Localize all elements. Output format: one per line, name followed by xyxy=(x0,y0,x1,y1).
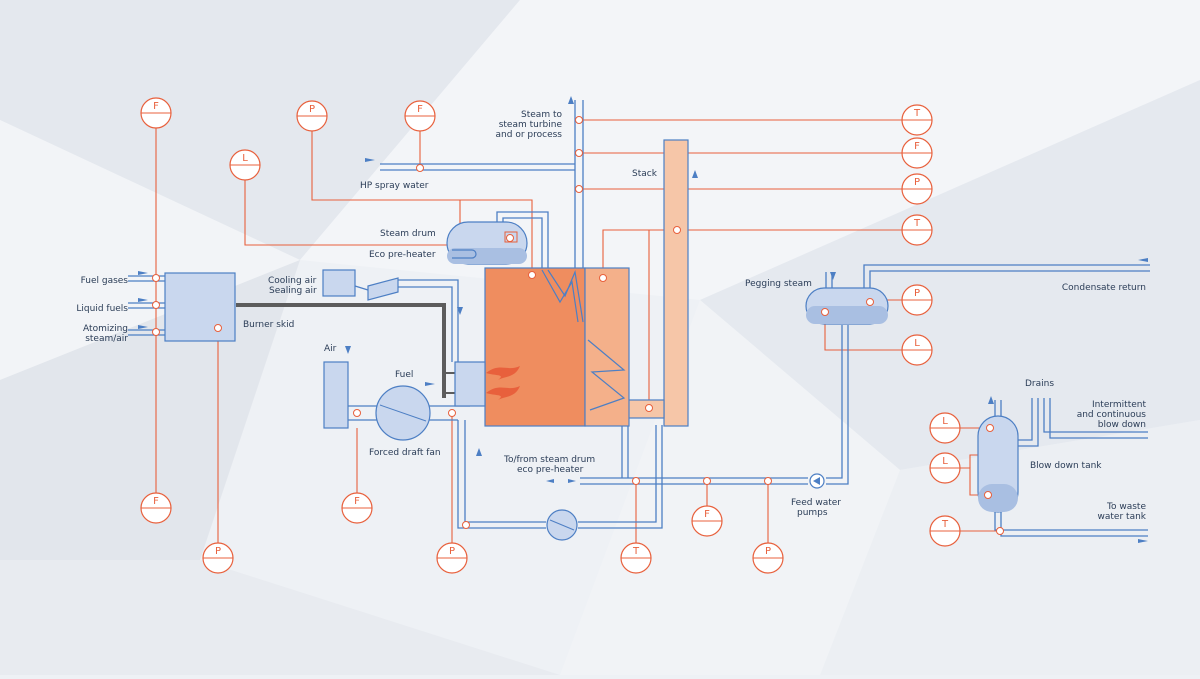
label-condensate-return: Condensate return xyxy=(1062,283,1146,293)
label-pumps: pumps xyxy=(797,508,828,518)
level-indicator-icon: L xyxy=(229,149,261,181)
blow-down-tank xyxy=(977,415,1019,513)
label-to-waste: To waste xyxy=(1106,502,1146,512)
label-steam-drum: Steam drum xyxy=(380,229,436,239)
flow-indicator-icon: F xyxy=(140,97,172,129)
label-steam-turbine: steam turbine xyxy=(499,120,563,130)
label-steam-air: steam/air xyxy=(85,334,128,344)
svg-text:T: T xyxy=(913,108,921,119)
label-steam-to: Steam to xyxy=(521,110,562,120)
label-eco-preheater-2: eco pre-heater xyxy=(517,465,584,475)
label-hp-spray-water: HP spray water xyxy=(360,181,429,191)
label-forced-draft-fan: Forced draft fan xyxy=(369,448,441,458)
label-intermittent: Intermittent xyxy=(1092,400,1147,410)
label-feed-water: Feed water xyxy=(791,498,841,508)
label-air: Air xyxy=(324,344,337,354)
label-fuel: Fuel xyxy=(395,370,413,380)
flow-indicator-icon: F xyxy=(404,100,436,132)
flow-indicator-icon: F xyxy=(341,492,373,524)
svg-text:P: P xyxy=(914,288,920,299)
svg-text:T: T xyxy=(941,519,949,530)
svg-text:P: P xyxy=(449,546,455,557)
label-fuel-gases: Fuel gases xyxy=(81,276,129,286)
instrument-bubbles: F P F L T F P T P L F P F P T F P L L T xyxy=(140,97,961,574)
label-cooling-air: Cooling air xyxy=(268,276,317,286)
svg-text:P: P xyxy=(309,104,315,115)
pegging-steam-vessel xyxy=(805,287,889,325)
label-and-or-process: and or process xyxy=(496,130,563,140)
svg-text:P: P xyxy=(765,546,771,557)
svg-text:F: F xyxy=(417,104,423,115)
label-to-from-steam-drum: To/from steam drum xyxy=(503,455,595,465)
burner-flame-icon xyxy=(486,366,520,400)
svg-text:F: F xyxy=(153,101,159,112)
label-pegging-steam: Pegging steam xyxy=(745,279,812,289)
svg-text:F: F xyxy=(354,496,360,507)
label-burner-skid: Burner skid xyxy=(243,320,294,330)
pipe-taps xyxy=(152,116,1004,535)
cooling-air-blower xyxy=(322,269,399,301)
label-sealing-air: Sealing air xyxy=(269,286,317,296)
forced-draft-fan xyxy=(375,385,431,441)
temperature-indicator-icon: T xyxy=(929,515,961,547)
diagram-labels: Steam to steam turbine and or process HP… xyxy=(76,110,1146,522)
label-atomizing: Atomizing xyxy=(83,324,128,334)
instrument-lines xyxy=(155,119,1000,545)
circulation-pump xyxy=(546,509,578,541)
pressure-indicator-icon: P xyxy=(296,100,328,132)
level-indicator-icon: L xyxy=(929,412,961,444)
label-stack: Stack xyxy=(632,169,658,179)
label-blow-down-tank: Blow down tank xyxy=(1030,461,1102,471)
label-and-continuous: and continuous xyxy=(1077,410,1147,420)
svg-text:T: T xyxy=(913,218,921,229)
level-indicator-icon: L xyxy=(929,452,961,484)
air-intake xyxy=(323,361,349,429)
boiler xyxy=(454,267,630,427)
pressure-indicator-icon: P xyxy=(901,173,933,205)
svg-text:P: P xyxy=(914,177,920,188)
flow-indicator-icon: F xyxy=(901,137,933,169)
label-eco-preheater: Eco pre-heater xyxy=(369,250,436,260)
flow-arrows xyxy=(138,96,1148,543)
pressure-indicator-icon: P xyxy=(752,542,784,574)
svg-text:L: L xyxy=(914,338,920,349)
flow-indicator-icon: F xyxy=(691,505,723,537)
svg-text:F: F xyxy=(704,509,710,520)
label-drains: Drains xyxy=(1025,379,1054,389)
svg-text:F: F xyxy=(153,496,159,507)
label-water-tank: water tank xyxy=(1098,512,1147,522)
steam-drum xyxy=(446,221,528,265)
burner-skid xyxy=(164,272,236,342)
svg-text:L: L xyxy=(942,416,948,427)
pressure-indicator-icon: P xyxy=(436,542,468,574)
label-blow-down: blow down xyxy=(1098,420,1146,430)
svg-text:T: T xyxy=(632,546,640,557)
feed-water-pump-icon xyxy=(809,473,825,489)
pressure-indicator-icon: P xyxy=(901,284,933,316)
svg-text:L: L xyxy=(242,153,248,164)
svg-text:P: P xyxy=(215,546,221,557)
flow-indicator-icon: F xyxy=(140,492,172,524)
svg-text:L: L xyxy=(942,456,948,467)
stack xyxy=(663,139,689,427)
temperature-indicator-icon: T xyxy=(901,214,933,246)
level-indicator-icon: L xyxy=(901,334,933,366)
label-liquid-fuels: Liquid fuels xyxy=(76,304,128,314)
svg-text:F: F xyxy=(914,141,920,152)
temperature-indicator-icon: T xyxy=(620,542,652,574)
pressure-indicator-icon: P xyxy=(202,542,234,574)
temperature-indicator-icon: T xyxy=(901,104,933,136)
